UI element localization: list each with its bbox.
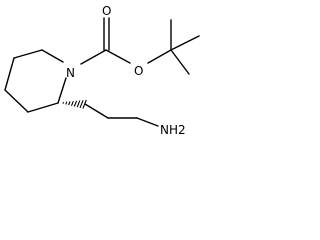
atom-label-ring-n: N — [66, 66, 75, 80]
bond-side-chain-c3-n — [136, 117, 159, 127]
bond-ester-o-cq — [147, 49, 172, 64]
ring-bond-c4-c3 — [4, 89, 29, 113]
hashed-wedge-bond — [62, 99, 87, 109]
atom-label-amine: NH2 — [160, 123, 186, 137]
ring-bond-c6-c5 — [13, 49, 43, 59]
molecule-structure: N O O NH2 — [4, 4, 200, 137]
bond-carbonyl-c-ester-o — [105, 49, 131, 64]
ring-bond-c5-c4 — [4, 57, 15, 91]
bond-cq-methyl-down — [170, 49, 190, 75]
bond-side-chain-c1-c2 — [84, 103, 109, 119]
atom-label-ester-o: O — [134, 64, 143, 78]
bond-n-carbonyl-c — [80, 49, 107, 65]
ring-bond-c3-c2 — [27, 102, 59, 113]
bond-cq-methyl-right — [170, 35, 200, 51]
ring-bond-n-c6 — [41, 49, 64, 63]
atom-label-carbonyl-o: O — [102, 4, 111, 18]
ring-bond-c2-n — [57, 77, 67, 104]
